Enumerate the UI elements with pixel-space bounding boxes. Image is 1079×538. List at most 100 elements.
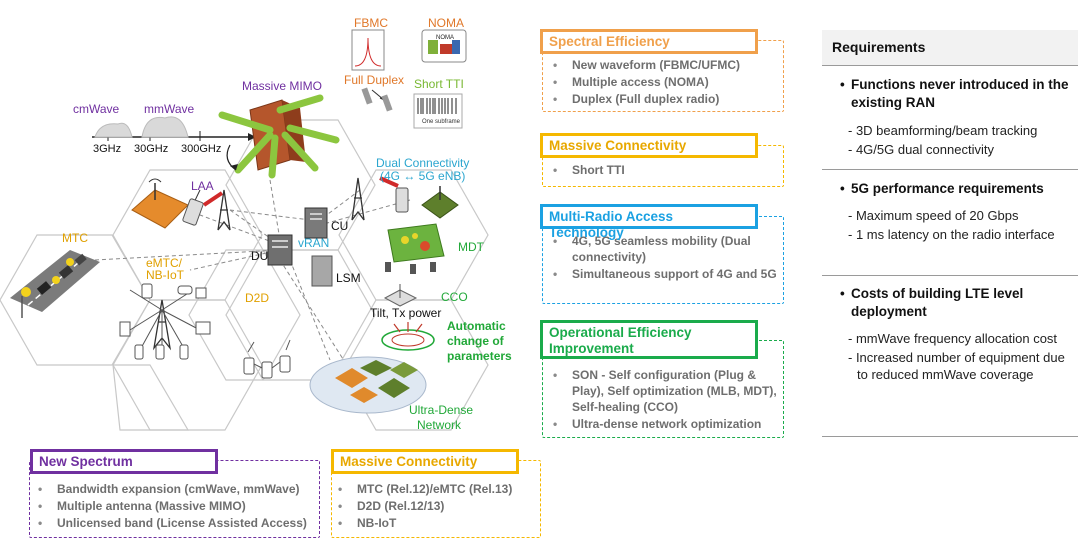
requirements-section-ran: • Functions never introduced in the exis… — [822, 66, 1078, 170]
requirements-section-performance: • 5G performance requirements - Maximum … — [822, 170, 1078, 276]
requirements-section-title: • 5G performance requirements — [840, 181, 1044, 196]
mtc-label: MTC — [62, 231, 88, 245]
multi-rat-title: Multi-Radio Access Technology — [540, 204, 758, 240]
network-diagram — [0, 29, 489, 431]
new-spectrum-list: Bandwidth expansion (cmWave, mmWave) Mul… — [36, 481, 313, 532]
auto-change-label-line2: change of — [447, 334, 504, 348]
cu-label: CU — [331, 219, 349, 233]
massive-connectivity-top-title: Massive Connectivity — [540, 133, 758, 158]
massive-mimo-tower-icon — [218, 94, 340, 179]
laa-label: LAA — [191, 179, 214, 193]
noma-inner-label: NOMA — [436, 35, 454, 41]
spectral-efficiency-list: New waveform (FBMC/UFMC) Multiple access… — [551, 57, 777, 108]
hex-grid — [0, 119, 489, 431]
requirements-section-title: • Costs of building LTE level deployment — [840, 286, 1024, 319]
emtc-label-line2: NB-IoT — [146, 268, 185, 282]
cco-icon — [381, 284, 435, 351]
freq-300ghz-label: 300GHz — [181, 143, 222, 155]
list-item: Duplex (Full duplex radio) — [551, 91, 777, 107]
dual-connectivity-sub-label: (4G ↔ 5G eNB) — [380, 169, 466, 183]
list-item: - Maximum speed of 20 Gbps — [848, 208, 1019, 223]
list-item: D2D (Rel.12/13) — [336, 498, 534, 514]
requirements-header: Requirements — [822, 30, 1078, 66]
list-item: 4G, 5G seamless mobility (Dual connectiv… — [551, 233, 777, 265]
bullet-icon: • — [840, 77, 845, 92]
operational-efficiency-title: Operational Efficiency Improvement — [540, 320, 758, 359]
requirements-items: - mmWave frequency allocation cost - Inc… — [848, 330, 1072, 385]
spectral-efficiency-title: Spectral Efficiency — [540, 29, 758, 54]
full-duplex-label: Full Duplex — [344, 73, 405, 87]
list-item: Simultaneous support of 4G and 5G — [551, 266, 777, 282]
d2d-devices-icon — [243, 339, 291, 379]
massive-mimo-label: Massive MIMO — [242, 79, 323, 93]
d2d-label: D2D — [245, 291, 270, 305]
operational-efficiency-list: SON - Self configuration (Plug & Play), … — [551, 367, 777, 433]
list-item: Unlicensed band (License Assisted Access… — [36, 515, 313, 531]
auto-change-label-line3: parameters — [447, 349, 512, 363]
list-item: - 3D beamforming/beam tracking — [848, 123, 1038, 138]
list-item: MTC (Rel.12)/eMTC (Rel.13) — [336, 481, 534, 497]
list-item: Short TTI — [551, 162, 777, 178]
laa-cell-icon — [131, 178, 231, 231]
short-tti-icon — [413, 93, 463, 129]
list-item: - Increased number of equipment due to r… — [848, 350, 1065, 382]
list-item: Ultra-dense network optimization — [551, 416, 777, 432]
spectral-efficiency-box: New waveform (FBMC/UFMC) Multiple access… — [542, 40, 784, 112]
requirements-items: - 3D beamforming/beam tracking - 4G/5G d… — [848, 122, 1072, 160]
massive-connectivity-top-list: Short TTI — [551, 162, 777, 179]
bullet-icon: • — [840, 181, 845, 196]
requirements-section-title: • Functions never introduced in the exis… — [840, 77, 1069, 110]
full-duplex-icon — [361, 87, 393, 112]
list-item: SON - Self configuration (Plug & Play), … — [551, 367, 777, 415]
list-item: - 1 ms latency on the radio interface — [848, 227, 1055, 242]
emtc-label-line1: eMTC/ — [146, 256, 182, 270]
vran-label: vRAN — [298, 236, 330, 250]
bullet-icon: • — [840, 286, 845, 301]
fbmc-icon — [351, 29, 385, 71]
cmwave-label: cmWave — [73, 102, 120, 116]
backhaul-links — [94, 179, 411, 371]
ultra-dense-network-icon — [309, 356, 427, 414]
mmwave-label: mmWave — [144, 102, 195, 116]
list-item: - 4G/5G dual connectivity — [848, 142, 994, 157]
fbmc-label: FBMC — [354, 16, 388, 30]
udn-label-line2: Network — [417, 418, 462, 432]
noma-label: NOMA — [428, 16, 464, 30]
operational-efficiency-box: SON - Self configuration (Plug & Play), … — [542, 340, 784, 438]
list-item: Multiple access (NOMA) — [551, 74, 777, 90]
subframe-label: One subframe — [422, 119, 461, 125]
du-label: DU — [251, 249, 269, 263]
operational-title-line2: Improvement — [549, 341, 634, 356]
tilt-label: Tilt, Tx power — [370, 306, 442, 320]
list-item: Bandwidth expansion (cmWave, mmWave) — [36, 481, 313, 497]
massive-connectivity-bottom-list: MTC (Rel.12)/eMTC (Rel.13) D2D (Rel.12/1… — [336, 481, 534, 532]
mdt-map-icon — [385, 223, 445, 274]
requirements-items: - Maximum speed of 20 Gbps - 1 ms latenc… — [848, 207, 1072, 245]
short-tti-label: Short TTI — [414, 77, 464, 91]
massive-connectivity-bottom-title: Massive Connectivity — [331, 449, 519, 474]
multi-rat-box: 4G, 5G seamless mobility (Dual connectiv… — [542, 216, 784, 304]
noma-icon — [421, 29, 467, 63]
dual-connectivity-icon — [351, 176, 459, 221]
mdt-label: MDT — [458, 240, 484, 254]
spectrum-axis — [92, 116, 256, 141]
list-item: New waveform (FBMC/UFMC) — [551, 57, 777, 73]
cco-label: CCO — [441, 290, 468, 304]
new-spectrum-title: New Spectrum — [30, 449, 218, 474]
lsm-label: LSM — [336, 271, 361, 285]
auto-change-label-line1: Automatic — [447, 319, 506, 333]
freq-3ghz-label: 3GHz — [93, 143, 122, 155]
list-item: - mmWave frequency allocation cost — [848, 331, 1058, 346]
operational-title-line1: Operational Efficiency — [549, 325, 692, 340]
core-servers-icon — [267, 207, 333, 287]
requirements-section-costs: • Costs of building LTE level deployment… — [822, 276, 1078, 437]
list-item: NB-IoT — [336, 515, 534, 531]
list-item: Multiple antenna (Massive MIMO) — [36, 498, 313, 514]
mtc-road-icon — [10, 250, 100, 318]
massive-connectivity-bottom-box: MTC (Rel.12)/eMTC (Rel.13) D2D (Rel.12/1… — [331, 460, 541, 538]
freq-30ghz-label: 30GHz — [134, 143, 169, 155]
dual-connectivity-label: Dual Connectivity — [376, 156, 470, 170]
udn-label-line1: Ultra-Dense — [409, 403, 474, 417]
multi-rat-list: 4G, 5G seamless mobility (Dual connectiv… — [551, 233, 777, 283]
iot-devices-icon — [119, 283, 211, 360]
